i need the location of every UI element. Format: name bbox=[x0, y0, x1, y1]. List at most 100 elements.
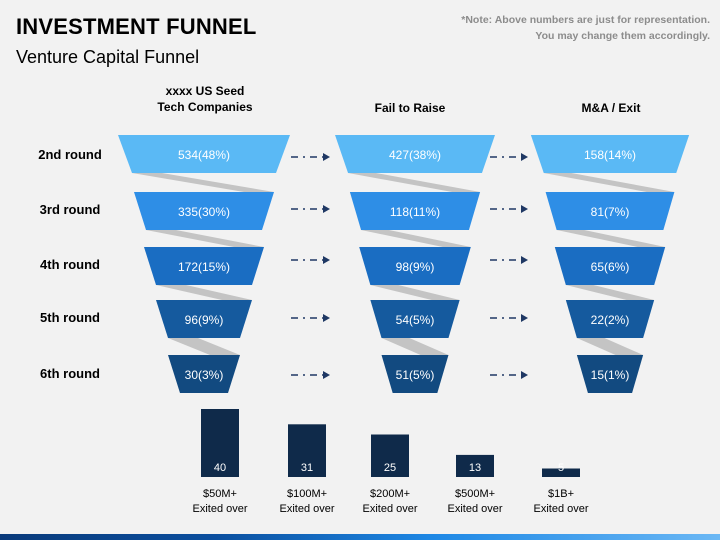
exit-connector-3 bbox=[565, 285, 655, 300]
fail-funnel-value-4: 54(5%) bbox=[396, 313, 435, 327]
seed-to-fail-arrow-3 bbox=[291, 256, 330, 264]
exit-label-100m-caption: Exited over bbox=[279, 503, 335, 515]
seed-to-fail-arrow-5-head bbox=[323, 371, 330, 379]
exit-bar-2 bbox=[288, 424, 326, 477]
column-header-exit: M&A / Exit bbox=[581, 101, 641, 115]
seed-to-fail-arrow-1 bbox=[291, 153, 330, 161]
seed-funnel-value-2: 335(30%) bbox=[178, 205, 230, 219]
exit-label-500m-amount: $500M+ bbox=[454, 488, 496, 500]
exit-label-50m-caption: Exited over bbox=[192, 503, 248, 515]
page-subtitle: Venture Capital Funnel bbox=[16, 47, 200, 67]
exit-funnel-tier-2 bbox=[545, 192, 675, 230]
fail-to-exit-arrow-2-head bbox=[521, 205, 528, 213]
representation-note: *Note: Above numbers are just for repres… bbox=[461, 12, 710, 44]
fail-to-exit-arrow-1-head bbox=[521, 153, 528, 161]
fail-connector-2 bbox=[361, 230, 471, 247]
fail-to-exit-arrow-3-head bbox=[521, 256, 528, 264]
footer-accent-bar bbox=[0, 534, 720, 540]
exit-label-1b: $1B+ Exited over bbox=[516, 487, 606, 517]
seed-funnel-value-1: 534(48%) bbox=[178, 148, 230, 162]
fail-connector-4 bbox=[381, 338, 449, 355]
row-label-5th-round: 5th round bbox=[40, 310, 100, 325]
exit-label-500m: $500M+ Exited over bbox=[430, 487, 520, 517]
exit-funnel-value-4: 22(2%) bbox=[591, 313, 630, 327]
seed-funnel-tier-5 bbox=[168, 355, 240, 393]
seed-connector-2 bbox=[146, 230, 264, 247]
exit-label-1b-caption: Exited over bbox=[533, 503, 589, 515]
seed-funnel-value-3: 172(15%) bbox=[178, 260, 230, 274]
exit-bar-5 bbox=[542, 468, 580, 477]
exit-funnel-value-5: 15(1%) bbox=[591, 368, 630, 382]
fail-to-exit-arrow-3 bbox=[490, 256, 528, 264]
seed-funnel-tier-3 bbox=[144, 247, 264, 285]
column-header-seed-line-2: Tech Companies bbox=[157, 100, 253, 114]
fail-funnel-tier-1 bbox=[335, 135, 495, 173]
exit-bar-value-5: 5 bbox=[558, 462, 564, 474]
note-line-2: You may change them accordingly. bbox=[535, 30, 710, 42]
row-label-4th-round: 4th round bbox=[40, 257, 100, 272]
exit-funnel-value-1: 158(14%) bbox=[584, 148, 636, 162]
seed-connector-4 bbox=[168, 338, 240, 355]
fail-funnel-tier-2 bbox=[349, 192, 481, 230]
row-label-3rd-round: 3rd round bbox=[39, 202, 101, 217]
exit-bar-value-4: 13 bbox=[469, 462, 481, 474]
exit-connector-2 bbox=[556, 230, 666, 247]
exit-label-500m-caption: Exited over bbox=[447, 503, 503, 515]
exit-funnel-tier-3 bbox=[554, 247, 666, 285]
exit-label-1b-amount: $1B+ bbox=[548, 488, 574, 500]
column-header-seed: xxxx US Seed Tech Companies bbox=[140, 83, 270, 115]
fail-to-exit-arrow-5 bbox=[490, 371, 528, 379]
exit-label-200m-caption: Exited over bbox=[362, 503, 418, 515]
exit-label-100m: $100M+ Exited over bbox=[262, 487, 352, 517]
exit-funnel-tier-4 bbox=[565, 300, 655, 338]
seed-funnel-value-4: 96(9%) bbox=[185, 313, 224, 327]
seed-to-fail-arrow-5 bbox=[291, 371, 330, 379]
seed-to-fail-arrow-1-head bbox=[323, 153, 330, 161]
seed-connector-1 bbox=[132, 173, 274, 192]
fail-funnel-value-3: 98(9%) bbox=[396, 260, 435, 274]
seed-connector-3 bbox=[156, 285, 252, 300]
fail-funnel-value-2: 118(11%) bbox=[390, 205, 440, 219]
fail-funnel-tier-5 bbox=[381, 355, 449, 393]
exit-bar-value-2: 31 bbox=[301, 462, 313, 474]
seed-to-fail-arrow-2-head bbox=[323, 205, 330, 213]
row-label-6th-round: 6th round bbox=[40, 366, 100, 381]
exit-label-50m: $50M+ Exited over bbox=[175, 487, 265, 517]
seed-funnel-tier-2 bbox=[134, 192, 274, 230]
exit-bar-value-1: 40 bbox=[214, 462, 226, 474]
seed-to-fail-arrow-3-head bbox=[323, 256, 330, 264]
exit-label-200m-amount: $200M+ bbox=[369, 488, 411, 500]
exit-connector-4 bbox=[576, 338, 644, 355]
seed-to-fail-arrow-2 bbox=[291, 205, 330, 213]
exit-bar-4 bbox=[456, 454, 494, 477]
exit-label-50m-amount: $50M+ bbox=[203, 488, 237, 500]
fail-funnel-tier-4 bbox=[370, 300, 460, 338]
column-header-seed-line-1: xxxx US Seed bbox=[165, 84, 245, 98]
fail-connector-1 bbox=[348, 173, 481, 192]
exit-bar-3 bbox=[371, 434, 409, 477]
exit-funnel-value-3: 65(6%) bbox=[591, 260, 630, 274]
seed-funnel-value-5: 30(3%) bbox=[185, 368, 224, 382]
fail-funnel-tier-3 bbox=[359, 247, 471, 285]
fail-to-exit-arrow-5-head bbox=[521, 371, 528, 379]
exit-funnel-value-2: 81(7%) bbox=[591, 205, 630, 219]
fail-to-exit-arrow-2 bbox=[490, 205, 528, 213]
page-title: INVESTMENT FUNNEL bbox=[16, 14, 257, 39]
exit-funnel-tier-5 bbox=[576, 355, 644, 393]
exit-bar-value-3: 25 bbox=[384, 462, 396, 474]
seed-to-fail-arrow-4-head bbox=[323, 314, 330, 322]
fail-funnel-value-5: 51(5%) bbox=[396, 368, 435, 382]
fail-funnel-value-1: 427(38%) bbox=[389, 148, 441, 162]
fail-to-exit-arrow-4-head bbox=[521, 314, 528, 322]
seed-funnel-tier-1 bbox=[118, 135, 290, 173]
exit-connector-1 bbox=[543, 173, 675, 192]
seed-to-fail-arrow-4 bbox=[291, 314, 330, 322]
column-header-fail: Fail to Raise bbox=[374, 101, 446, 115]
seed-funnel-tier-4 bbox=[156, 300, 252, 338]
fail-connector-3 bbox=[370, 285, 460, 300]
exit-label-100m-amount: $100M+ bbox=[286, 488, 328, 500]
fail-to-exit-arrow-4 bbox=[490, 314, 528, 322]
exit-bar-1 bbox=[201, 409, 239, 477]
exit-label-200m: $200M+ Exited over bbox=[345, 487, 435, 517]
